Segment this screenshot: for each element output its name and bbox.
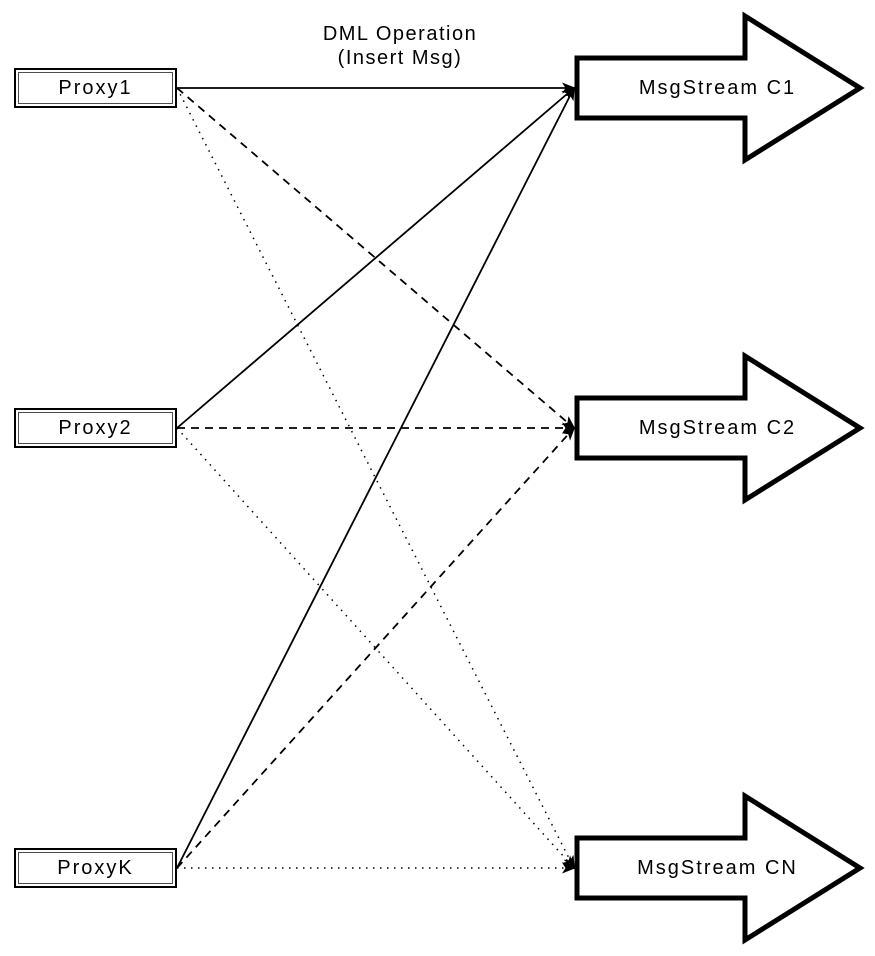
node-proxyk: ProxyK [14, 848, 177, 888]
edge-proxyk-c2 [176, 426, 576, 869]
edges-group [176, 82, 576, 874]
edge-proxy2-c1 [176, 86, 576, 429]
node-proxyk-label: ProxyK [18, 852, 173, 884]
edge-proxy1-cn [176, 87, 575, 870]
dml-operation-annotation: DML Operation (Insert Msg) [322, 23, 478, 69]
edge-proxy2-cn [176, 427, 576, 870]
node-proxy1: Proxy1 [14, 68, 177, 108]
node-proxy1-label: Proxy1 [18, 72, 173, 104]
node-proxy2-label: Proxy2 [18, 412, 173, 444]
msgstream-c1-arrow-shape [574, 11, 865, 165]
node-proxy2: Proxy2 [14, 408, 177, 448]
msgstream-cn-arrow-shape [574, 791, 865, 945]
msgstream-c2-arrow-shape [574, 351, 865, 505]
edge-proxy1-c2 [176, 87, 576, 430]
edge-proxyk-c1 [176, 86, 575, 869]
